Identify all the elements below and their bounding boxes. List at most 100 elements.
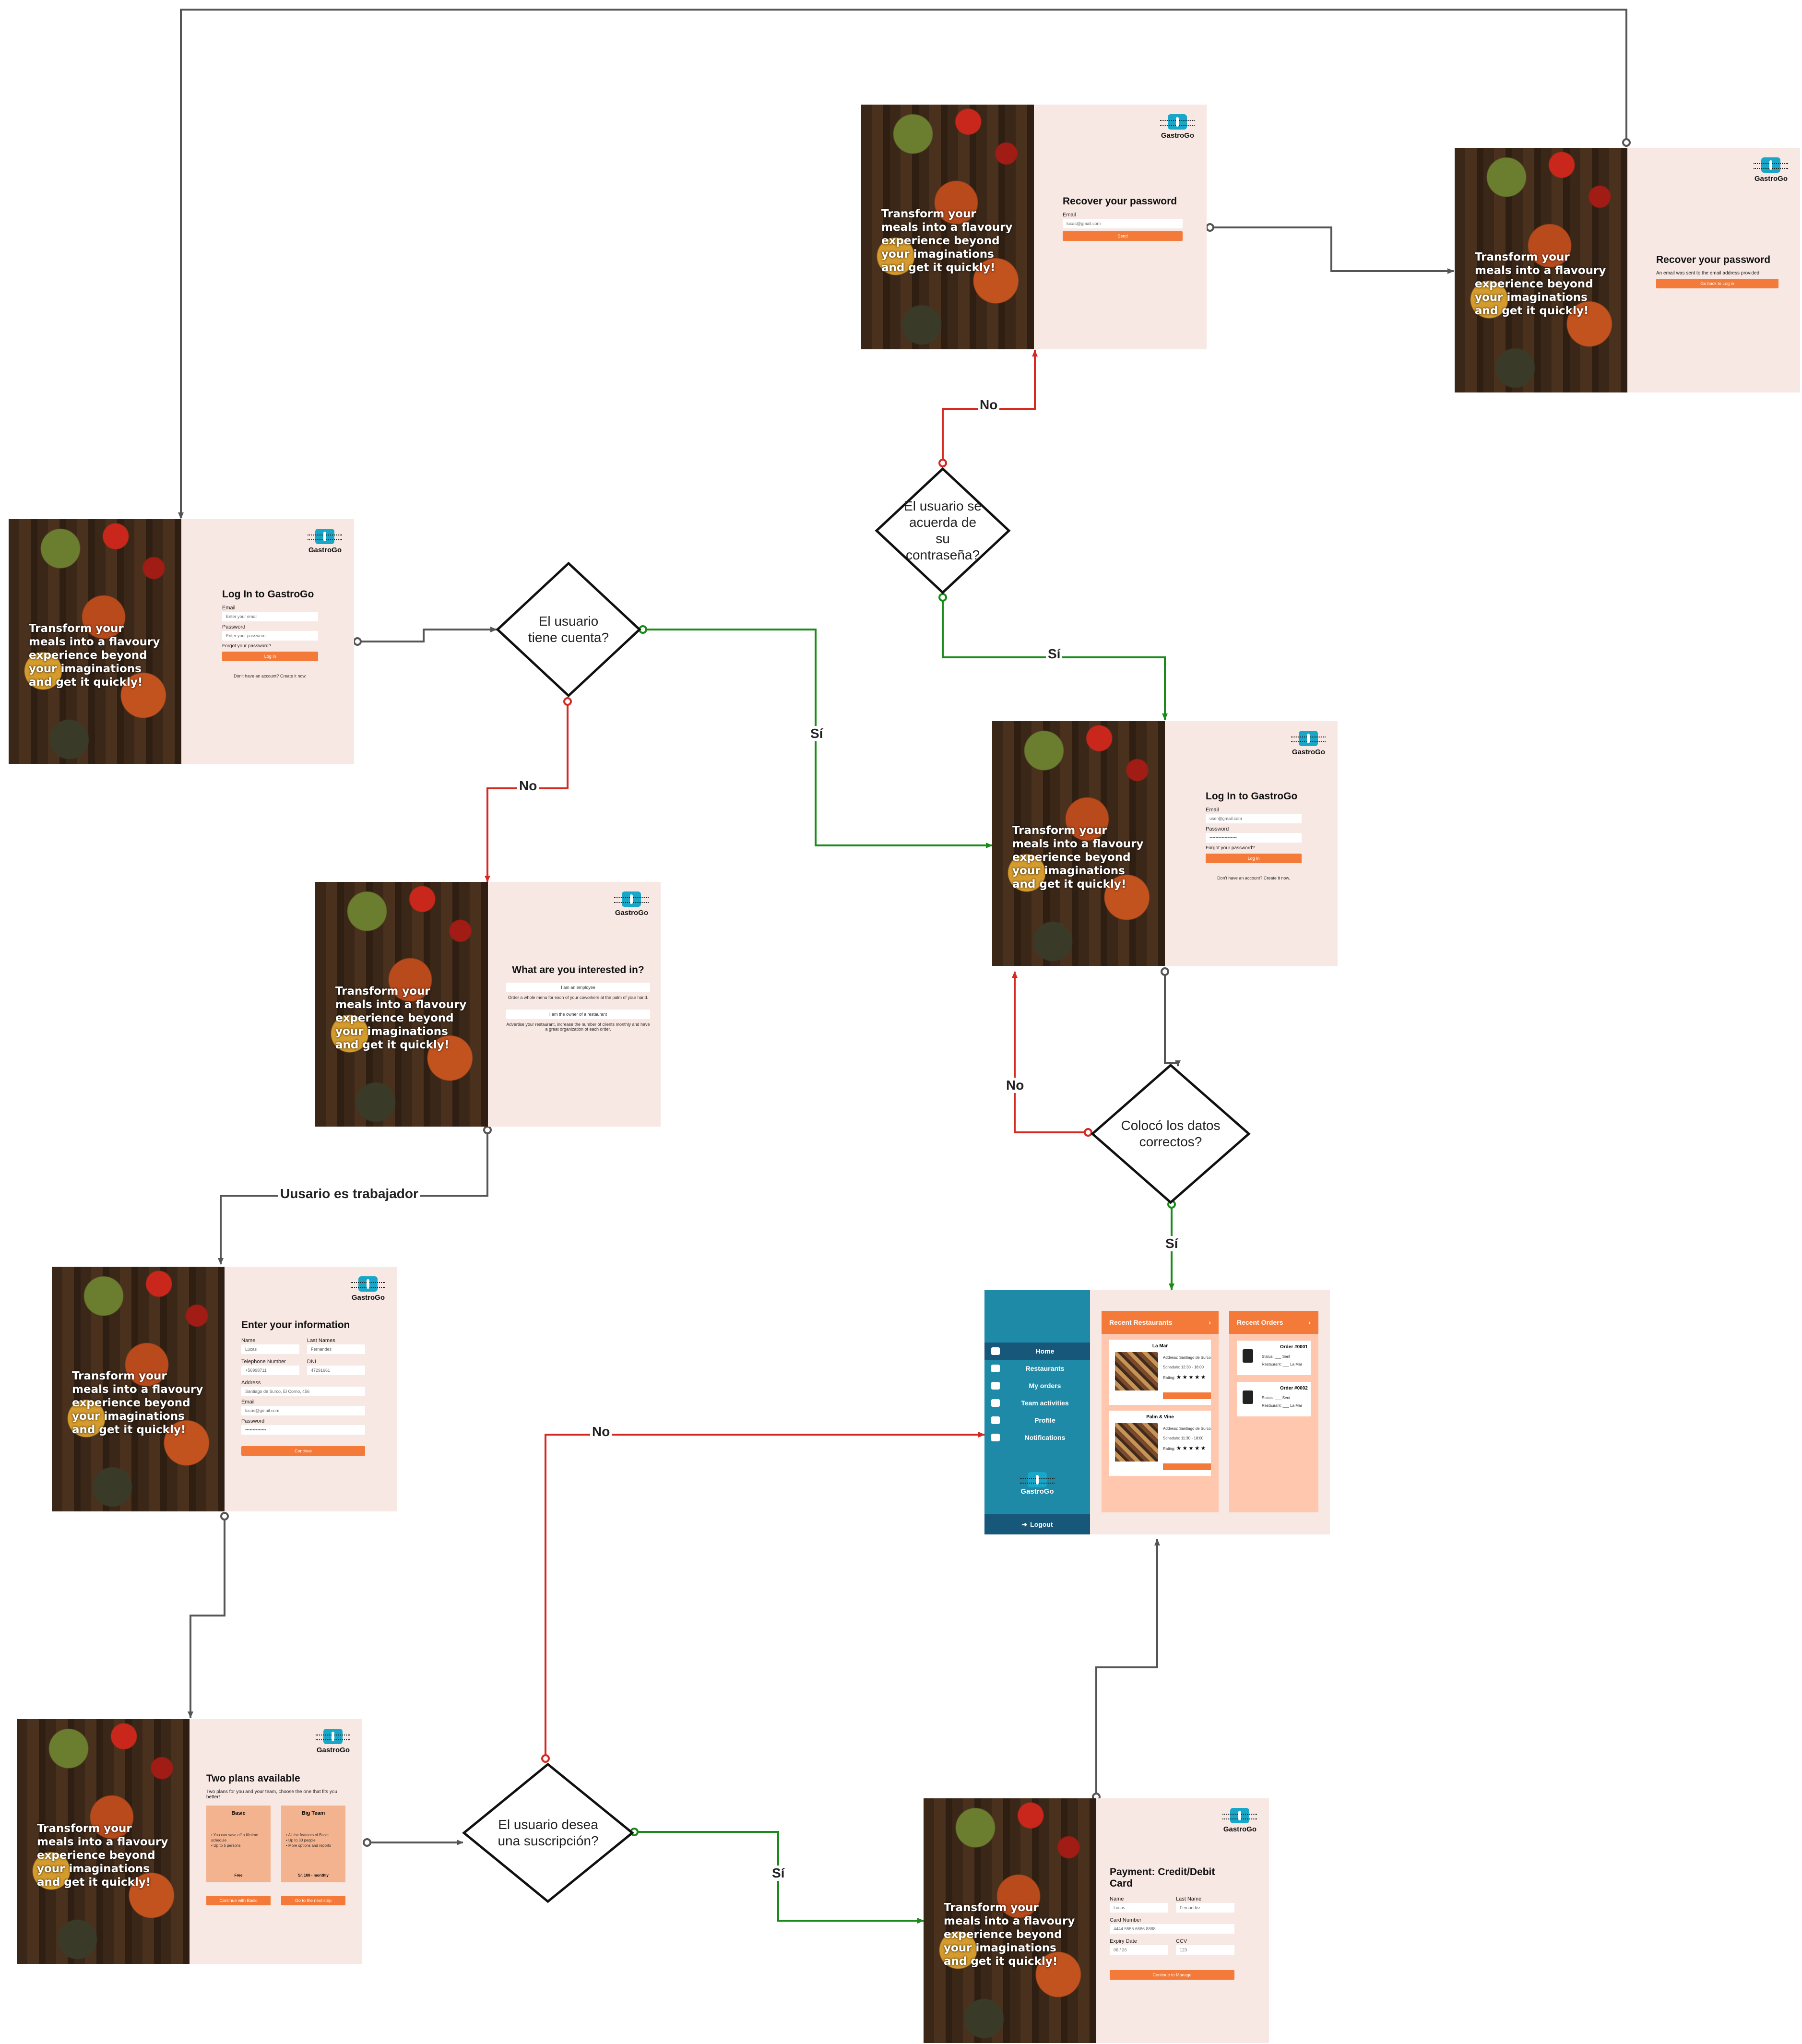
password-label: Password [241,1418,265,1424]
back-to-login-button[interactable]: Go back to Log in [1656,279,1778,288]
phone-field[interactable]: +56998711 [241,1366,299,1375]
email-field[interactable]: user@gmail.com [1206,814,1302,823]
email-field[interactable]: lucas@gmail.com [241,1406,365,1415]
address-field[interactable]: Santiago de Surco, El Corno, 456 [241,1387,365,1396]
lastname-field[interactable]: Fernandez [307,1344,365,1354]
sidebar-item-restaurants[interactable]: Restaurants [984,1360,1090,1377]
continue-basic-button[interactable]: Continue with Basic [206,1896,271,1905]
edge-label-d3-no: No [1004,1078,1026,1093]
dashboard-main: Recent Restaurants› La Mar Address: Sant… [1090,1290,1330,1534]
brand-logo: GastroGo [316,1729,351,1754]
decision-remembers-password-text: El usuario se acuerda de su contraseña? [904,499,982,562]
screen-plans: Transform your meals into a flavoury exp… [17,1719,362,1964]
name-field[interactable]: Lucas [241,1344,299,1354]
owner-option[interactable]: I am the owner of a restaurant [506,1010,650,1019]
restaurant-name: La Mar [1152,1343,1168,1349]
email-field[interactable]: lucas@gmail.com [1063,219,1183,228]
edge-recover1-to-recover2 [1210,226,1454,272]
name-field[interactable]: Lucas [1110,1903,1168,1913]
fork-logo-icon [308,529,343,544]
forgot-password-link[interactable]: Forgot your password? [222,643,272,649]
recent-orders-header[interactable]: Recent Orders› [1229,1311,1318,1334]
edge-label-d2-no: No [978,397,1000,413]
password-field[interactable]: Enter your password [222,631,318,641]
send-button[interactable]: Send [1063,231,1183,241]
plan-basic[interactable]: Basic• You can save off a lifetime sched… [206,1806,271,1882]
view-restaurant-button[interactable] [1163,1463,1211,1470]
brand-name: GastroGo [615,909,648,917]
order-status: Status: ___ Sent [1262,1355,1291,1359]
password-field[interactable]: •••••••••••••• [241,1425,365,1435]
edge-label-d4-no: No [590,1424,612,1439]
sidebar-item-profile[interactable]: Profile [984,1412,1090,1429]
login-button[interactable]: Log in [222,652,318,661]
logout-button[interactable]: ➜Logout [984,1514,1090,1534]
edge-label-worker: Uusario es trabajador [278,1186,420,1201]
continue-manage-button[interactable]: Continue to Manage [1110,1970,1234,1980]
address-label: Address: [1163,1355,1178,1360]
fork-logo-icon [1020,1472,1055,1487]
brand-logo: GastroGo [351,1276,386,1302]
brand-name: GastroGo [316,1746,350,1754]
password-label: Password [1206,826,1229,832]
login-button[interactable]: Log in [1206,854,1302,863]
edge-d3-no [1014,972,1088,1133]
chevron-right-icon: › [1308,1319,1311,1326]
edge-label-d3-si: Sí [1163,1236,1180,1251]
sidebar-item-notifications[interactable]: Notifications [984,1429,1090,1446]
continue-button[interactable]: Continue [241,1446,365,1456]
plan-team-bullets: • All the features of Basic • Up to 30 p… [286,1833,331,1848]
food-photo: Transform your meals into a flavoury exp… [315,882,488,1127]
order-restaurant: Restaurant: ___ La Mar [1262,1362,1303,1367]
food-photo: Transform your meals into a flavoury exp… [17,1719,190,1964]
password-field[interactable]: •••••••••••••••••• [1206,833,1302,843]
employee-option[interactable]: I am an employee [506,983,650,992]
card-number-field[interactable]: 4444 5555 6666 8888 [1110,1924,1234,1934]
view-restaurant-button[interactable] [1163,1392,1211,1399]
food-photo: Transform your meals into a flavoury exp… [992,721,1165,966]
food-photo: Transform your meals into a flavoury exp… [924,1798,1096,2043]
edge-login2-to-d3 [1164,972,1179,1066]
schedule-label: Schedule: [1163,1436,1180,1440]
dni-field[interactable]: 47291661 [307,1366,365,1375]
lastname-field[interactable]: Fernandez [1176,1903,1234,1913]
fork-logo-icon [1160,114,1195,130]
order-name: Order #0001 [1280,1344,1308,1350]
plan-big-team[interactable]: Big Team• All the features of Basic • Up… [281,1806,345,1882]
screen-login-filled: Transform your meals into a flavoury exp… [992,721,1338,966]
tagline: Transform your meals into a flavoury exp… [1475,251,1606,318]
plan-team-price: S/. 100 - monthly [298,1873,329,1878]
form-title: Log In to GastroGo [222,589,314,600]
recent-restaurants-header[interactable]: Recent Restaurants› [1102,1311,1219,1334]
signup-link[interactable]: Don't have an account? Create it now. [234,674,307,678]
ccv-label: CCV [1176,1938,1187,1944]
signup-link[interactable]: Don't have an account? Create it now. [1217,876,1290,880]
expiry-field[interactable]: 06 / 26 [1110,1945,1168,1955]
next-step-button[interactable]: Go to the next step [281,1896,345,1905]
plan-basic-name: Basic [231,1810,246,1816]
brand-name: GastroGo [351,1294,385,1302]
screen-payment: Transform your meals into a flavoury exp… [924,1798,1269,2043]
forgot-password-link[interactable]: Forgot your password? [1206,845,1255,851]
lastname-label: Last Name [1176,1896,1202,1902]
email-field[interactable]: Enter your email [222,612,318,621]
sidebar-item-home[interactable]: Home [984,1343,1090,1360]
ccv-field[interactable]: 123 [1176,1945,1234,1955]
food-photo: Transform your meals into a flavoury exp… [861,105,1034,349]
food-photo: Transform your meals into a flavoury exp… [9,519,181,764]
sidebar-item-team[interactable]: Team activities [984,1394,1090,1412]
schedule-label: Schedule: [1163,1365,1180,1369]
sidebar-item-orders[interactable]: My orders [984,1377,1090,1394]
sidebar-brand: GastroGo [984,1472,1090,1496]
screen-recover-password: Transform your meals into a flavoury exp… [861,105,1207,349]
sidebar-item-label: My orders [1029,1382,1061,1390]
restaurant-icon [991,1365,1000,1372]
brand-logo: GastroGo [308,529,343,554]
form-title: Enter your information [241,1319,350,1331]
receipt-icon [1243,1349,1253,1363]
sidebar-item-label: Profile [1034,1416,1055,1424]
